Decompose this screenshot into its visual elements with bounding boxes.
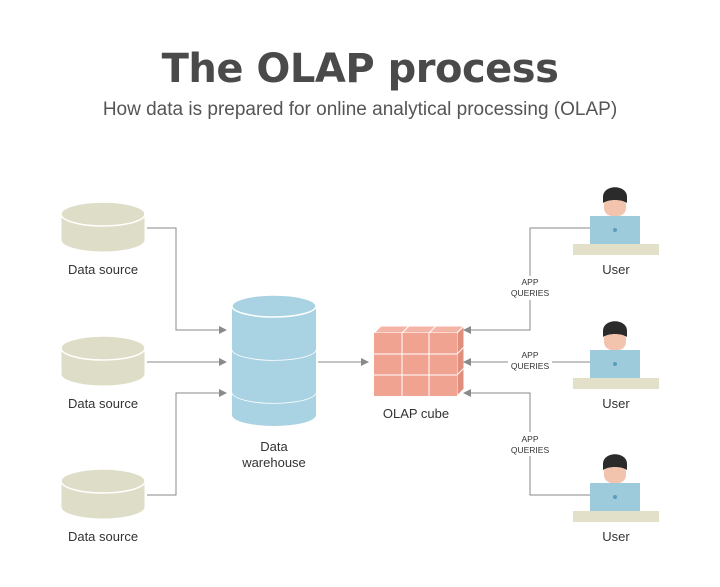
data-source-label: Data source [68,529,138,544]
app-queries-label-2: APP QUERIES [508,350,552,374]
app-queries-label-1: APP QUERIES [510,276,550,300]
user-icon [573,454,659,522]
data-source-2: Data source [60,335,146,411]
data-source-3: Data source [60,468,146,544]
data-source-1: Data source [60,201,146,277]
svg-text:APP: APP [521,277,538,287]
user-label: User [602,529,630,544]
user-label: User [602,262,630,277]
connector-arrow [147,227,227,334]
user-icon [573,187,659,255]
diagram-title: The OLAP process [161,46,559,92]
data-source-label: Data source [68,262,138,277]
user-label: User [602,396,630,411]
svg-text:APP: APP [521,434,538,444]
olap-cube: OLAP cube [372,324,466,421]
svg-text:APP: APP [521,350,538,360]
source-connectors [147,227,227,496]
user-1: User [573,187,659,277]
app-queries-label-3: APP QUERIES [510,432,550,456]
user-icon [573,321,659,389]
user-3: User [573,454,659,544]
user-2: User [573,321,659,411]
diagram-subtitle: How data is prepared for online analytic… [102,99,618,120]
data-warehouse: Data warehouse [231,294,317,470]
svg-text:QUERIES: QUERIES [511,361,550,371]
connector-arrow [147,389,227,496]
warehouse-label-line1: Data [260,439,288,454]
warehouse-label-line2: warehouse [241,455,306,470]
olap-cube-label: OLAP cube [383,406,449,421]
svg-text:QUERIES: QUERIES [511,445,550,455]
svg-text:QUERIES: QUERIES [511,288,550,298]
data-source-label: Data source [68,396,138,411]
